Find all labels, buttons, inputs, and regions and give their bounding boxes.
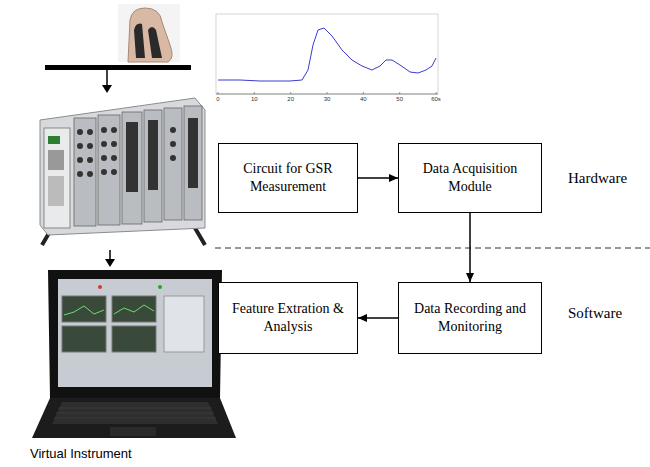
box-text: Circuit for GSR Measurement [227, 160, 349, 196]
down-arrow [109, 250, 111, 260]
flow-arrow [469, 213, 471, 282]
arrow-head [105, 259, 115, 267]
axis-tick-label: 0 [216, 96, 219, 102]
process-box: Data Recording and Monitoring [398, 282, 542, 354]
figure-caption: Virtual Instrument [30, 446, 132, 461]
flow-arrow [358, 177, 398, 179]
box-text: Data Recording and Monitoring [407, 300, 533, 336]
section-label: Software [568, 305, 622, 322]
box-text: Feature Extration & Analysis [227, 300, 349, 336]
box-text: Data Acquisition Module [407, 160, 533, 196]
section-label: Hardware [568, 170, 627, 187]
gsr-signal-plot [216, 14, 438, 94]
laptop [32, 270, 236, 438]
flow-arrow [358, 317, 398, 319]
electrode-bar [45, 65, 191, 70]
arrow-head [102, 85, 112, 93]
axis-tick-label: 40 [360, 96, 367, 102]
daq-chassis [40, 98, 205, 245]
process-box: Data Acquisition Module [398, 143, 542, 213]
axis-tick-label: 30 [324, 96, 331, 102]
skin-electrode-photo [118, 4, 180, 62]
axis-tick-label: 10 [251, 96, 258, 102]
process-box: Circuit for GSR Measurement [218, 143, 358, 213]
axis-tick-label: 50 [396, 96, 403, 102]
axis-tick-label: 60s [431, 96, 441, 102]
down-arrow [106, 70, 108, 86]
process-box: Feature Extration & Analysis [218, 282, 358, 354]
axis-tick-label: 20 [287, 96, 294, 102]
hw-sw-divider [215, 248, 650, 249]
